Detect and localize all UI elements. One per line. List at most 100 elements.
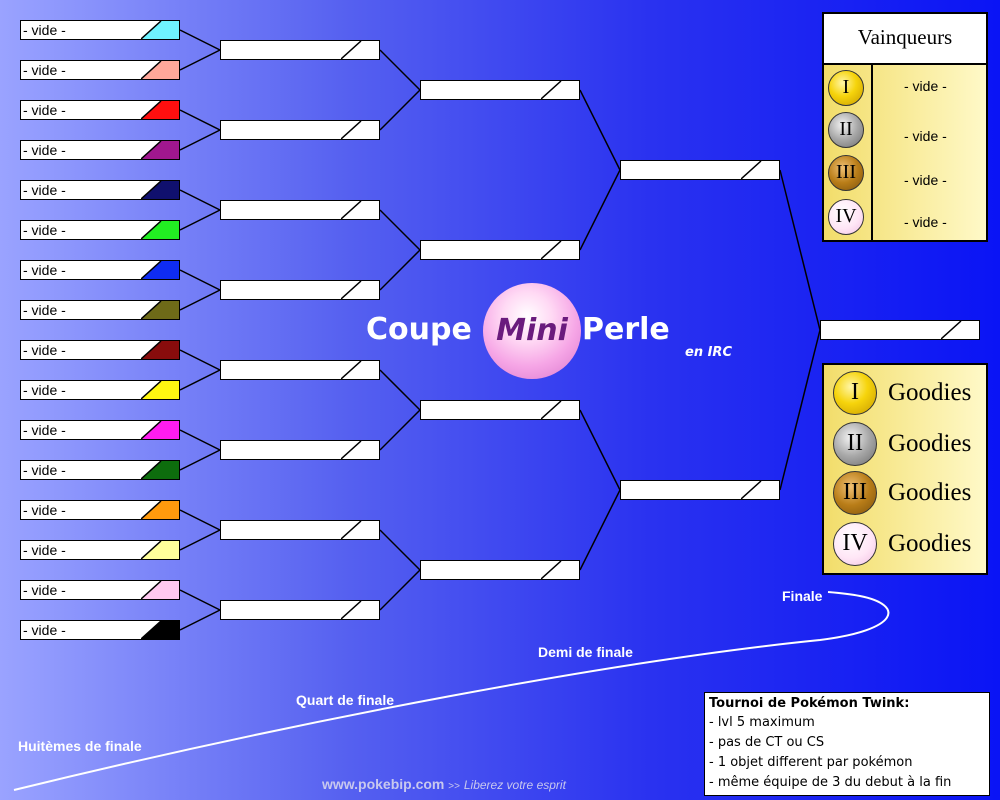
player-slot[interactable]: - vide - — [20, 60, 180, 80]
slot-slash-divider — [141, 141, 162, 159]
player-slot[interactable]: - vide - — [20, 340, 180, 360]
slot-slash-divider — [541, 401, 562, 419]
slot-slash-divider — [141, 101, 162, 119]
quarter-slot[interactable] — [220, 280, 380, 300]
quarter-slot[interactable] — [220, 360, 380, 380]
quarter-slot[interactable] — [220, 200, 380, 220]
slash-line — [341, 521, 362, 539]
player-slot[interactable]: - vide - — [20, 220, 180, 240]
player-slot[interactable]: - vide - — [20, 180, 180, 200]
footer-arrow: >> — [448, 781, 460, 792]
title-perle: Perle — [582, 312, 670, 347]
slot-slash-divider — [541, 81, 562, 99]
player-slot[interactable]: - vide - — [20, 540, 180, 560]
player-slot[interactable]: - vide - — [20, 620, 180, 640]
round-label-eighth: Huitèmes de finale — [18, 738, 142, 754]
slash-line — [141, 581, 162, 599]
player-slot[interactable]: - vide - — [20, 140, 180, 160]
quarter-slot[interactable] — [220, 120, 380, 140]
final-slot[interactable] — [620, 160, 780, 180]
bracket-connector — [179, 429, 221, 451]
winner-name: - vide - — [904, 128, 947, 144]
slash-line — [341, 41, 362, 59]
semi-slot[interactable] — [420, 560, 580, 580]
slash-line — [741, 481, 762, 499]
round-label-quarter: Quart de finale — [296, 692, 395, 708]
slash-line — [341, 281, 362, 299]
player-slot[interactable]: - vide - — [20, 500, 180, 520]
rules-title: Tournoi de Pokémon Twink: — [709, 696, 910, 711]
bracket-connector — [179, 189, 221, 211]
slash-line — [141, 101, 162, 119]
player-slot[interactable]: - vide - — [20, 300, 180, 320]
player-slot[interactable]: - vide - — [20, 380, 180, 400]
semi-slot[interactable] — [420, 80, 580, 100]
player-name: - vide - — [23, 502, 66, 518]
bracket-connector — [579, 409, 621, 491]
bracket-connector — [779, 169, 821, 331]
player-slot[interactable]: - vide - — [20, 460, 180, 480]
bracket-connector — [579, 169, 621, 251]
round-progress-path — [13, 591, 890, 791]
bracket-connector — [179, 609, 221, 631]
quarter-slot[interactable] — [220, 520, 380, 540]
slash-line — [541, 401, 562, 419]
slot-slash-divider — [941, 321, 962, 339]
player-name: - vide - — [23, 22, 66, 38]
player-name: - vide - — [23, 262, 66, 278]
slash-line — [141, 381, 162, 399]
bracket-connector — [179, 529, 221, 551]
medal-gold-icon: I — [833, 371, 877, 415]
player-slot[interactable]: - vide - — [20, 580, 180, 600]
player-name: - vide - — [23, 222, 66, 238]
title-mini: Mini — [496, 313, 568, 348]
slash-line — [341, 361, 362, 379]
player-slot[interactable]: - vide - — [20, 260, 180, 280]
bracket-connector — [179, 369, 221, 391]
player-name: - vide - — [23, 62, 66, 78]
footer-site-link[interactable]: www.pokebip.com — [322, 776, 445, 792]
rule-item: - pas de CT ou CS — [709, 735, 825, 750]
slash-line — [141, 181, 162, 199]
slash-line — [141, 541, 162, 559]
quarter-slot[interactable] — [220, 440, 380, 460]
slash-line — [541, 241, 562, 259]
final-slot[interactable] — [620, 480, 780, 500]
winners-panel: Vainqueurs I- vide -II- vide -III- vide … — [822, 12, 988, 242]
champion-slot[interactable] — [820, 320, 980, 340]
bracket-connector — [179, 349, 221, 371]
slash-line — [141, 421, 162, 439]
bracket-connector — [179, 29, 221, 51]
slot-slash-divider — [141, 541, 162, 559]
round-label-semi: Demi de finale — [538, 644, 633, 660]
player-slot[interactable]: - vide - — [20, 20, 180, 40]
bracket-connector — [179, 209, 221, 231]
semi-slot[interactable] — [420, 240, 580, 260]
pearl-orb-icon: Mini — [483, 283, 581, 379]
winner-name: - vide - — [904, 214, 947, 230]
quarter-slot[interactable] — [220, 40, 380, 60]
round-label-final: Finale — [782, 588, 823, 604]
rule-item: - 1 objet different par pokémon — [709, 755, 913, 770]
player-name: - vide - — [23, 182, 66, 198]
player-name: - vide - — [23, 622, 66, 638]
bracket-connector — [179, 509, 221, 531]
slash-line — [541, 561, 562, 579]
slash-line — [341, 601, 362, 619]
slash-line — [141, 501, 162, 519]
bracket-connector — [179, 49, 221, 71]
slash-line — [141, 61, 162, 79]
footer-tagline: Liberez votre esprit — [463, 778, 566, 792]
title-coupe: Coupe — [366, 312, 472, 347]
semi-slot[interactable] — [420, 400, 580, 420]
slot-slash-divider — [141, 221, 162, 239]
player-slot[interactable]: - vide - — [20, 420, 180, 440]
player-slot[interactable]: - vide - — [20, 100, 180, 120]
quarter-slot[interactable] — [220, 600, 380, 620]
goodie-label: Goodies — [888, 479, 972, 506]
footer: www.pokebip.com >> Liberez votre esprit — [322, 776, 566, 792]
slot-slash-divider — [141, 301, 162, 319]
slash-line — [141, 21, 162, 39]
bracket-connector — [179, 449, 221, 471]
